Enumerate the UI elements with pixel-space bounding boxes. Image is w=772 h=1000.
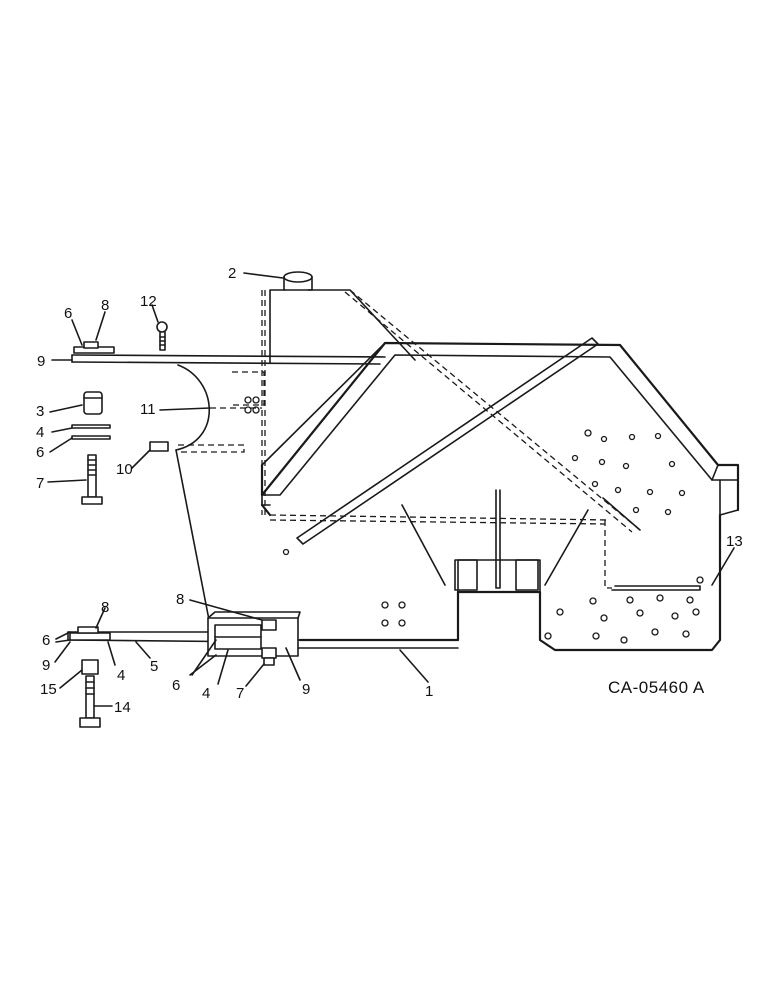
callouts: 2 6 8 12 9 3 11 4 6 10 7 13 8 8 6 9 4 5 … — [36, 265, 743, 716]
callout-1: 1 — [425, 683, 433, 700]
callout-5: 5 — [150, 658, 158, 675]
callout-8: 8 — [176, 591, 184, 608]
callout-6: 6 — [42, 632, 50, 649]
lower-linkage — [67, 611, 459, 728]
drawing-code: CA-05460 A — [608, 678, 705, 697]
callout-2: 2 — [228, 265, 236, 282]
callout-10: 10 — [116, 461, 133, 478]
lid-cap — [283, 271, 313, 291]
hopper-body — [260, 289, 740, 652]
hopper-holes — [381, 429, 704, 644]
callout-9: 9 — [302, 681, 310, 698]
callout-6: 6 — [36, 444, 44, 461]
callout-14: 14 — [114, 699, 131, 716]
callout-4: 4 — [202, 685, 210, 702]
upper-bar — [71, 354, 386, 626]
callout-4: 4 — [36, 424, 44, 441]
callout-12: 12 — [140, 293, 157, 310]
leader-lines — [47, 272, 735, 707]
callout-8: 8 — [101, 297, 109, 314]
callout-8: 8 — [101, 599, 109, 616]
callout-13: 13 — [726, 533, 743, 550]
callout-3: 3 — [36, 403, 44, 420]
callout-6: 6 — [64, 305, 72, 322]
callout-7: 7 — [36, 475, 44, 492]
callout-6: 6 — [172, 677, 180, 694]
callout-15: 15 — [40, 681, 57, 698]
callout-7: 7 — [236, 685, 244, 702]
callout-9: 9 — [37, 353, 45, 370]
callout-4: 4 — [117, 667, 125, 684]
callout-11: 11 — [140, 401, 156, 418]
upper-hardware — [71, 321, 169, 505]
callout-9: 9 — [42, 657, 50, 674]
